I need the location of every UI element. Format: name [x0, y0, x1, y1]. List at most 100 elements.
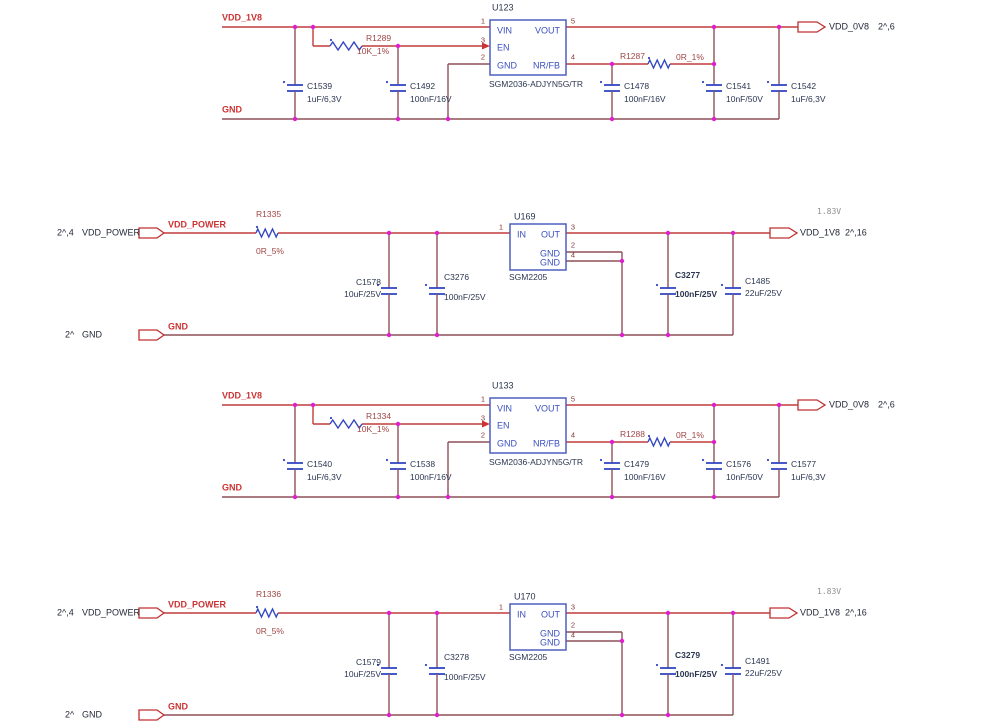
component-ref: C3276 [444, 271, 470, 282]
pin-name: GND [497, 60, 517, 71]
pin-number: 2 [480, 430, 486, 440]
port-symbol [797, 21, 827, 33]
pin-name: VOUT [534, 25, 560, 36]
sheet-ref: 2^,4 [57, 607, 74, 618]
ic-body [509, 603, 567, 651]
junction-dot [609, 116, 615, 122]
junction-dot [434, 712, 440, 718]
junction-dot [665, 230, 671, 236]
pin-number: 2 [480, 52, 486, 62]
junction-dot [619, 332, 625, 338]
pin-number: 2 [570, 620, 576, 630]
pin-name: GND [497, 438, 517, 449]
resistor-pin1-dot [329, 38, 333, 42]
port-net-text: VDD_0V8 [829, 21, 870, 32]
port-net-text: VDD_POWER [82, 607, 141, 618]
component-value: 22uF/25V [745, 287, 782, 298]
pin-number: 1 [498, 602, 504, 612]
capacitor-pin1-dot [424, 663, 428, 667]
junction-dot [730, 610, 736, 616]
junction-dot [386, 712, 392, 718]
component-value: 1uF/6,3V [307, 93, 342, 104]
pin-number: 5 [570, 16, 576, 26]
junction-dot [711, 494, 717, 500]
junction-dot [292, 402, 298, 408]
pin-name: EN [497, 42, 510, 53]
sheet-ref: 2^ [65, 329, 75, 340]
pin-number: 1 [498, 222, 504, 232]
ic-body [489, 19, 567, 76]
junction-dot [665, 712, 671, 718]
pin-name: OUT [541, 609, 560, 620]
junction-dot [609, 61, 615, 67]
pin-number: 3 [570, 602, 576, 612]
junction-dot [386, 230, 392, 236]
component-value: 100nF/16V [624, 471, 666, 482]
en-input-arrow-icon [482, 42, 490, 50]
junction-dot [445, 494, 451, 500]
junction-dot [292, 494, 298, 500]
component-value: 100nF/25V [675, 288, 718, 299]
ic-part-number: SGM2205 [509, 651, 548, 662]
component-value: 10uF/25V [344, 288, 381, 299]
component-value: 100nF/25V [444, 291, 486, 302]
junction-dot [434, 610, 440, 616]
component-value: 10nF/50V [726, 93, 763, 104]
resistor-symbol [255, 607, 279, 619]
pin-name: VIN [497, 25, 513, 36]
component-ref: C3279 [675, 649, 701, 660]
component-ref: C1491 [745, 655, 771, 666]
junction-dot [776, 24, 782, 30]
capacitor-pin1-dot [766, 80, 770, 84]
junction-dot [609, 494, 615, 500]
junction-dot [395, 421, 401, 427]
component-value: 10uF/25V [344, 668, 381, 679]
junction-dot [395, 494, 401, 500]
voltage-annotation: 1.83V [817, 207, 842, 216]
junction-dot [386, 610, 392, 616]
resistor-pin1-dot [255, 605, 259, 609]
net-label: VDD_POWER [168, 219, 227, 230]
junction-dot [711, 24, 717, 30]
resistor-pin1-dot [647, 434, 651, 438]
component-value: 1uF/6,3V [791, 471, 826, 482]
pin-number: 4 [570, 52, 576, 62]
pin-name: EN [497, 420, 510, 431]
junction-dot [776, 402, 782, 408]
junction-dot [445, 116, 451, 122]
pin-number: 4 [570, 250, 576, 260]
pin-name: GND [540, 257, 560, 268]
junction-dot [665, 332, 671, 338]
pin-name: IN [517, 609, 526, 620]
component-value: 0R_5% [256, 245, 284, 256]
capacitor-pin1-dot [424, 283, 428, 287]
junction-dot [434, 332, 440, 338]
pin-name: GND [540, 628, 560, 639]
pin-name: GND [540, 248, 560, 259]
pin-name: OUT [541, 229, 560, 240]
component-value: 0R_1% [676, 51, 704, 62]
component-value: 0R_5% [256, 625, 284, 636]
capacitor-pin1-dot [385, 458, 389, 462]
component-ref: C1479 [624, 458, 650, 469]
ic-refdes: U123 [492, 2, 514, 13]
port-symbol [138, 709, 166, 721]
net-label: GND [222, 104, 242, 115]
component-value: 100nF/16V [410, 93, 452, 104]
port-net-text: GND [82, 329, 102, 340]
junction-dot [619, 258, 625, 264]
junction-dot [310, 24, 316, 30]
ic-body [489, 397, 567, 454]
resistor-symbol [329, 418, 363, 430]
capacitor-pin1-dot [655, 283, 659, 287]
junction-dot [619, 712, 625, 718]
pin-name: GND [540, 637, 560, 648]
junction-dot [619, 638, 625, 644]
port-net-text: VDD_1V8 [800, 607, 841, 618]
pin-number: 3 [570, 222, 576, 232]
pin-number: 1 [480, 394, 486, 404]
resistor-pin1-dot [329, 416, 333, 420]
pin-number: 3 [480, 35, 486, 45]
